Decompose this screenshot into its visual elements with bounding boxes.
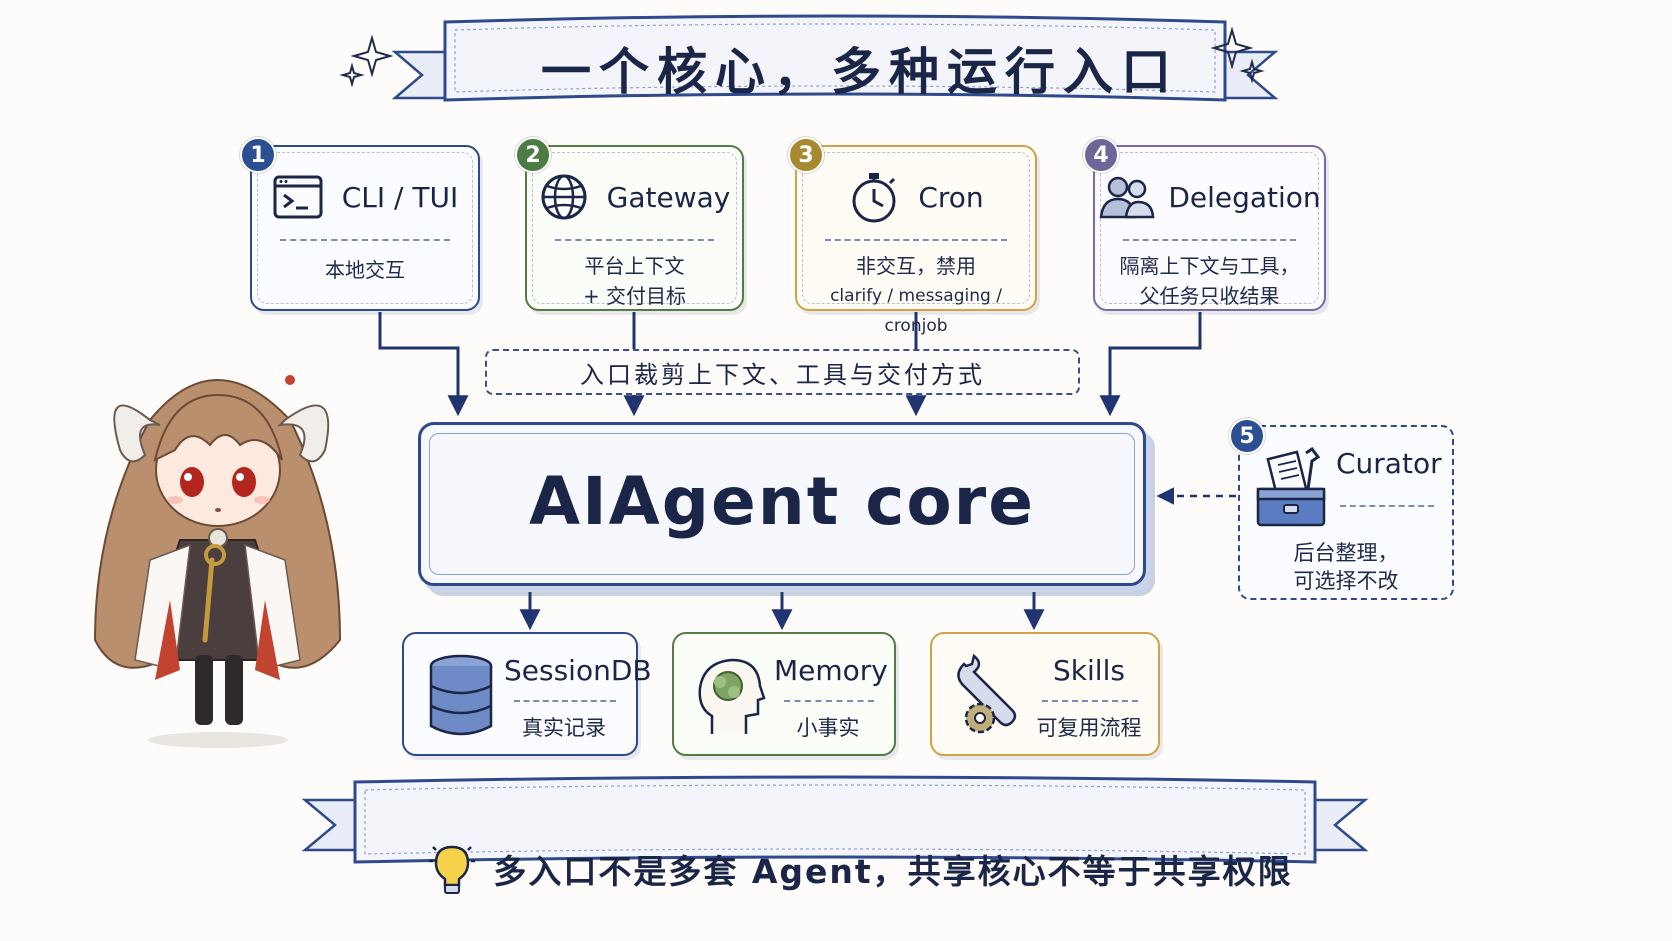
page-title: 一个核心，多种运行入口 bbox=[541, 43, 1179, 101]
divider bbox=[555, 239, 714, 241]
entry-card-delegation: Delegation 隔离上下文与工具， 父任务只收结果 bbox=[1093, 145, 1326, 311]
entry-desc: 平台上下文 bbox=[584, 254, 685, 278]
store-title: Skills bbox=[1053, 654, 1125, 687]
entry-desc: 父任务只收结果 bbox=[1139, 284, 1280, 308]
stopwatch-icon bbox=[852, 173, 896, 223]
entry-desc: 本地交互 bbox=[325, 258, 405, 282]
entry-number-badge: 1 bbox=[240, 137, 276, 173]
store-card-sessiondb: SessionDB 真实记录 bbox=[402, 632, 652, 756]
store-connectors bbox=[519, 592, 1045, 631]
entry-desc: 隔离上下文与工具， bbox=[1119, 254, 1300, 278]
entry-card-cron: Cron 非交互，禁用 clarify / messaging / cronjo… bbox=[795, 145, 1037, 336]
divider bbox=[1123, 239, 1296, 241]
curator-card: Curator 后台整理， 可选择不改 bbox=[1238, 425, 1454, 600]
core-label: AIAgent core bbox=[528, 463, 1035, 540]
footer-message: 多入口不是多套 Agent，共享核心不等于共享权限 bbox=[380, 830, 1340, 908]
store-card-memory: Memory 小事实 bbox=[672, 632, 896, 756]
store-title: SessionDB bbox=[504, 654, 652, 687]
lightbulb-icon bbox=[429, 845, 476, 894]
divider bbox=[784, 700, 874, 702]
entry-desc: clarify / messaging / cronjob bbox=[830, 286, 1002, 336]
entry-title: Cron bbox=[918, 180, 984, 214]
entry-title: Delegation bbox=[1168, 180, 1321, 214]
users-icon bbox=[1099, 176, 1155, 219]
core-box: AIAgent core bbox=[418, 422, 1146, 586]
sparkle-icon bbox=[339, 26, 1265, 88]
database-icon bbox=[429, 654, 493, 736]
curator-desc: 可选择不改 bbox=[1293, 569, 1399, 593]
entry-title: CLI / TUI bbox=[341, 180, 459, 214]
store-desc: 真实记录 bbox=[522, 716, 606, 740]
divider bbox=[280, 239, 450, 241]
entry-number-badge: 4 bbox=[1083, 137, 1119, 173]
curator-title: Curator bbox=[1336, 447, 1442, 480]
title-banner bbox=[391, 14, 1279, 102]
curator-desc: 后台整理， bbox=[1293, 541, 1399, 565]
divider bbox=[1340, 505, 1434, 507]
wrench-gear-icon bbox=[957, 653, 1017, 734]
entry-card-cli: CLI / TUI 本地交互 bbox=[250, 145, 480, 311]
footer-banner bbox=[301, 775, 1369, 864]
store-title: Memory bbox=[774, 654, 888, 687]
entry-number-badge: 2 bbox=[515, 137, 551, 173]
divider bbox=[825, 239, 1007, 241]
entry-desc: 非交互，禁用 bbox=[856, 254, 976, 278]
entry-title: Gateway bbox=[606, 180, 731, 214]
globe-icon bbox=[541, 174, 587, 220]
entry-number-badge: 3 bbox=[788, 137, 824, 173]
terminal-icon bbox=[273, 175, 323, 219]
toolbox-icon bbox=[1256, 446, 1326, 527]
footer-text: 多入口不是多套 Agent，共享核心不等于共享权限 bbox=[493, 852, 1293, 891]
trim-label: 入口裁剪上下文、工具与交付方式 bbox=[485, 349, 1080, 395]
entry-desc: + 交付目标 bbox=[582, 284, 687, 308]
divider bbox=[514, 700, 616, 702]
store-card-skills: Skills 可复用流程 bbox=[930, 632, 1160, 756]
brain-head-icon bbox=[698, 658, 766, 734]
store-desc: 可复用流程 bbox=[1036, 716, 1142, 740]
divider bbox=[1042, 700, 1138, 702]
entry-card-gateway: Gateway 平台上下文 + 交付目标 bbox=[525, 145, 744, 311]
curator-number-badge: 5 bbox=[1229, 418, 1265, 454]
mascot-illustration bbox=[93, 375, 342, 748]
store-desc: 小事实 bbox=[796, 716, 860, 740]
